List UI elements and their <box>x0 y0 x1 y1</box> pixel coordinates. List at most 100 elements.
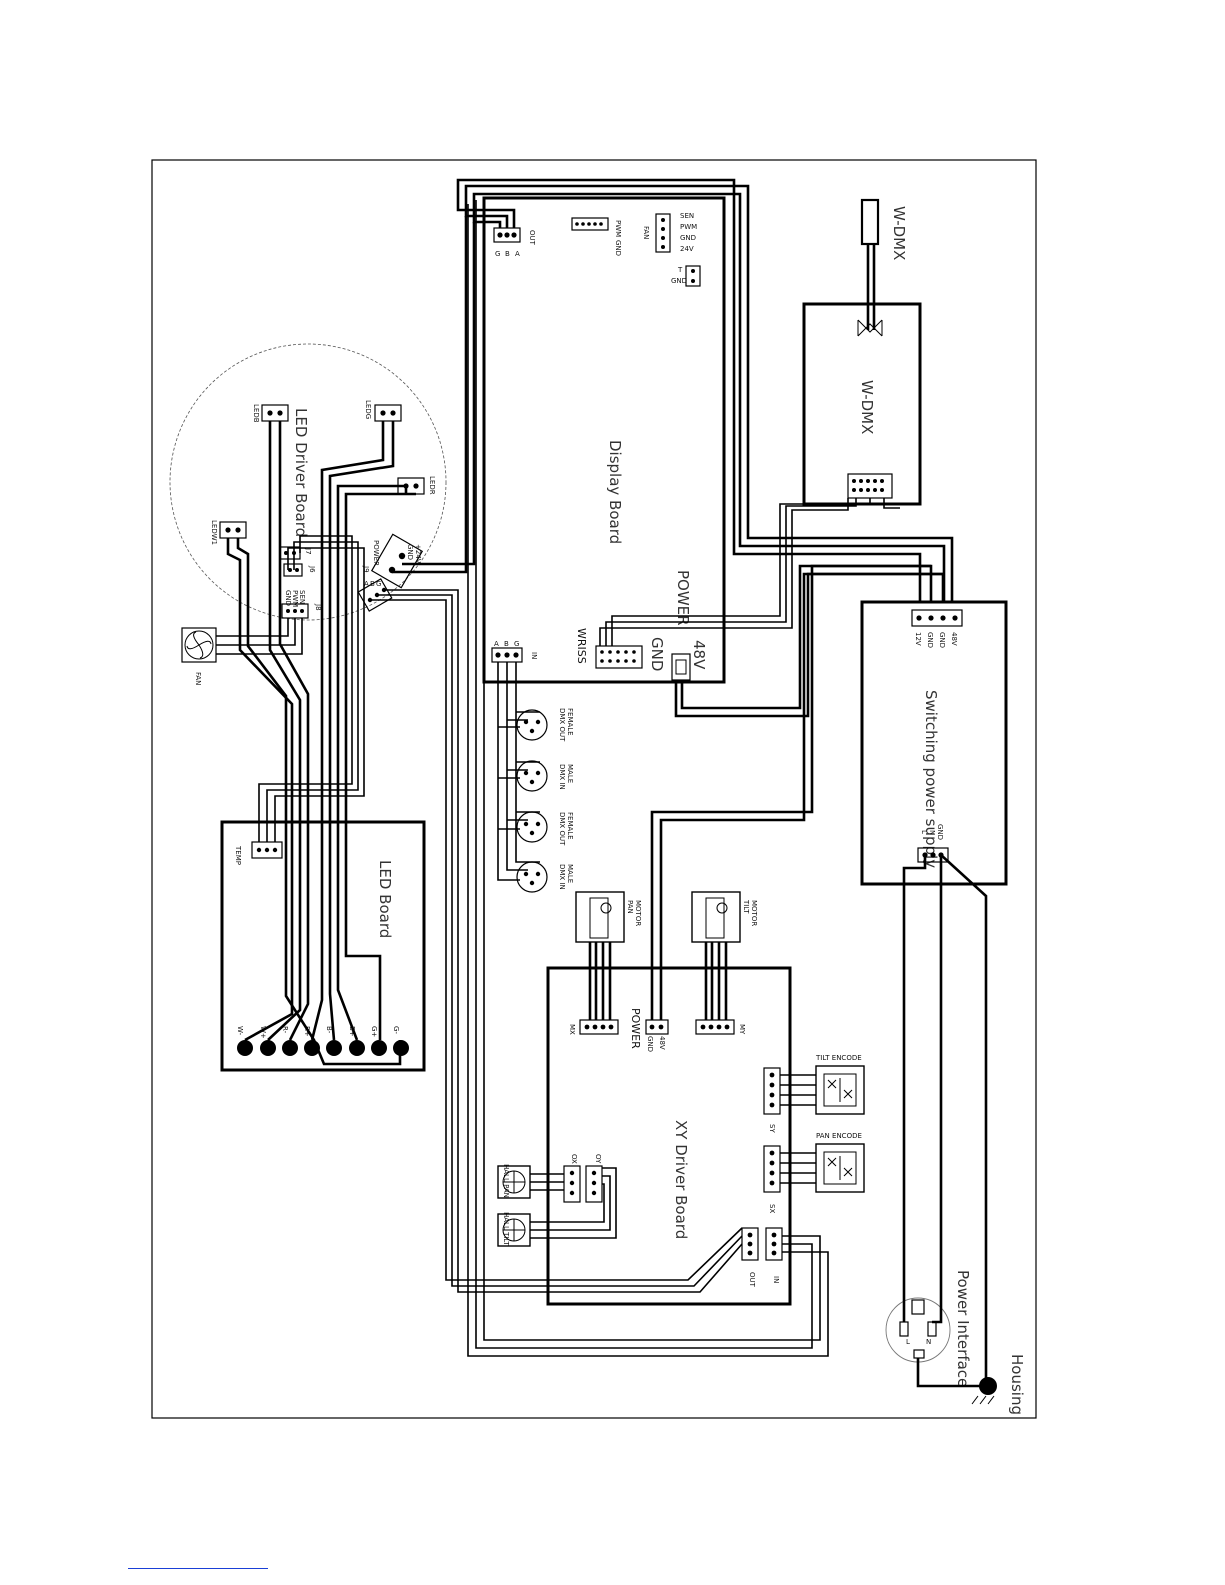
xy-sx-label: SX <box>768 1204 776 1213</box>
display-in-pin-g: G <box>514 640 519 648</box>
wdmx-antenna: W-DMX <box>860 198 908 330</box>
xy-power-label: POWER <box>629 1008 642 1049</box>
switching-power-supply: Switching power supply 12V GND GND 48V L… <box>860 600 1008 886</box>
dmx-connectors: DMX OUT FEMALE DMX IN MALE DMX OUT FEMAL… <box>497 662 574 893</box>
dmx-connector-2: DMX IN MALE <box>516 760 574 792</box>
pan-motor-line2: MOTOR <box>634 900 642 926</box>
psu-in-pin-gnd: GND <box>936 824 944 840</box>
fan-label: FAN <box>194 672 202 685</box>
led-driver-board: LED Driver Board LEDB LEDG LEDR LEDW1 J7… <box>169 343 447 621</box>
connector-j8: J8 <box>314 603 322 611</box>
terminal-label-b-minus: B- <box>325 1026 333 1034</box>
display-fan-pin-pwm: PWM <box>680 223 697 231</box>
display-out-pin-b: B <box>505 250 510 258</box>
dmx-connector-4: DMX IN MALE <box>516 861 574 893</box>
terminal <box>349 1040 365 1056</box>
xy-gnd-label: GND <box>646 1036 654 1052</box>
wdmx-antenna-label: W-DMX <box>890 206 908 260</box>
display-in-pin-b: B <box>504 640 509 648</box>
xy-driver-title: XY Driver Board <box>672 1120 690 1239</box>
page-frame <box>151 159 1037 1419</box>
display-fan-pin-sen: SEN <box>680 212 694 220</box>
terminal-label-r-minus: R- <box>281 1026 289 1034</box>
display-out-pin-g: G <box>495 250 500 258</box>
connector-j9: J9 <box>362 565 370 573</box>
tilt-encoder <box>815 1065 865 1115</box>
display-in-label: IN <box>530 652 538 659</box>
display-fan-pin-24v: 24V <box>680 245 694 253</box>
xy-driver-board: XY Driver Board POWER GND 48V MX MY SY S… <box>502 966 862 1306</box>
xy-in-label: IN <box>772 1276 780 1283</box>
connector-ledg: LEDG <box>364 400 372 419</box>
led-board-title: LED Board <box>376 860 394 938</box>
power-pin-24v: +24V <box>414 544 422 564</box>
terminal-label-w-plus: W+ <box>259 1026 267 1039</box>
connector-j7: J7 <box>304 547 312 555</box>
terminal-label-w-minus: W- <box>236 1026 244 1036</box>
psu-pin-gnd2: GND <box>938 632 946 648</box>
xy-out-label: OUT <box>748 1272 756 1288</box>
connector-power: POWER <box>372 540 380 566</box>
display-wriss-label: WRISS <box>575 628 588 664</box>
connector-ledb: LEDB <box>252 404 260 423</box>
j9-pin-b: B <box>370 580 375 588</box>
tilt-motor-line1: TILT <box>742 899 750 914</box>
wiring <box>216 178 988 1388</box>
pan-motor: PAN MOTOR <box>575 891 642 943</box>
terminal-label-r-plus: R+ <box>303 1026 311 1037</box>
terminal-label-g-minus: G- <box>392 1026 400 1034</box>
xy-48v-label: 48V <box>658 1036 666 1050</box>
tilt-encoder-label: TILT ENCODE <box>815 1054 862 1062</box>
connector-ledr: LEDR <box>428 476 436 495</box>
display-fan-label: FAN <box>642 226 650 239</box>
xy-my-label: MY <box>738 1024 746 1035</box>
hall-tilt-label: HALL TILT <box>502 1212 510 1246</box>
wdmx-module-title: W-DMX <box>858 380 876 434</box>
psu-in-pin-l: L <box>920 830 928 834</box>
j8-pin-gnd: GND <box>284 590 292 606</box>
psu-in-pin-n: N <box>928 830 936 835</box>
display-fan-pin-gnd: GND <box>680 234 696 242</box>
display-out-label: OUT <box>528 230 536 246</box>
power-interface-pin-l: L <box>906 1338 910 1346</box>
dmx-2-line1: DMX IN <box>558 764 566 790</box>
display-pwm-label: PWM <box>614 220 622 237</box>
pan-encoder <box>815 1143 865 1193</box>
terminal <box>237 1040 253 1056</box>
tilt-motor-line2: MOTOR <box>750 900 758 926</box>
xy-ox-label: OX <box>570 1154 578 1164</box>
pan-motor-line1: PAN <box>626 900 634 914</box>
display-48v-label: 48V <box>690 640 708 670</box>
dmx-3-line1: DMX OUT <box>558 812 566 846</box>
display-in-pin-a: A <box>494 640 499 648</box>
terminal <box>326 1040 342 1056</box>
display-gnd-label: GND <box>648 637 666 671</box>
display-board-title: Display Board <box>606 440 624 544</box>
psu-title: Switching power supply <box>922 690 940 868</box>
dmx-connector-1: DMX OUT FEMALE <box>516 708 574 742</box>
j9-pin-g: G <box>376 580 381 588</box>
hall-pan-label: HALL PAN <box>502 1164 510 1198</box>
display-t-gnd-pin: GND <box>671 277 687 285</box>
wdmx-module: W-DMX <box>802 302 922 506</box>
power-pin-gnd: GND <box>406 544 414 560</box>
power-interface-pin-n: N <box>926 1338 931 1346</box>
footer-link-line <box>128 1568 268 1569</box>
psu-pin-gnd1: GND <box>926 632 934 648</box>
connector-j6: J6 <box>308 565 316 573</box>
psu-pin-48v: 48V <box>950 632 958 646</box>
housing-ground: Housing <box>971 1354 1026 1415</box>
power-interface: L N Power Interface <box>885 1270 972 1387</box>
xy-mx-label: MX <box>568 1024 576 1035</box>
dmx-2-line2: MALE <box>566 764 574 783</box>
display-power-label: POWER <box>674 570 692 626</box>
terminal-label-g-plus: G+ <box>370 1026 378 1037</box>
power-interface-title: Power Interface <box>954 1270 972 1387</box>
dmx-4-line1: DMX IN <box>558 864 566 890</box>
xy-oy-label: OY <box>594 1154 602 1164</box>
dmx-1-line2: FEMALE <box>566 708 574 736</box>
xy-sy-label: SY <box>768 1124 776 1133</box>
display-out-pin-a: A <box>515 250 520 258</box>
housing-label: Housing <box>1008 1354 1026 1415</box>
